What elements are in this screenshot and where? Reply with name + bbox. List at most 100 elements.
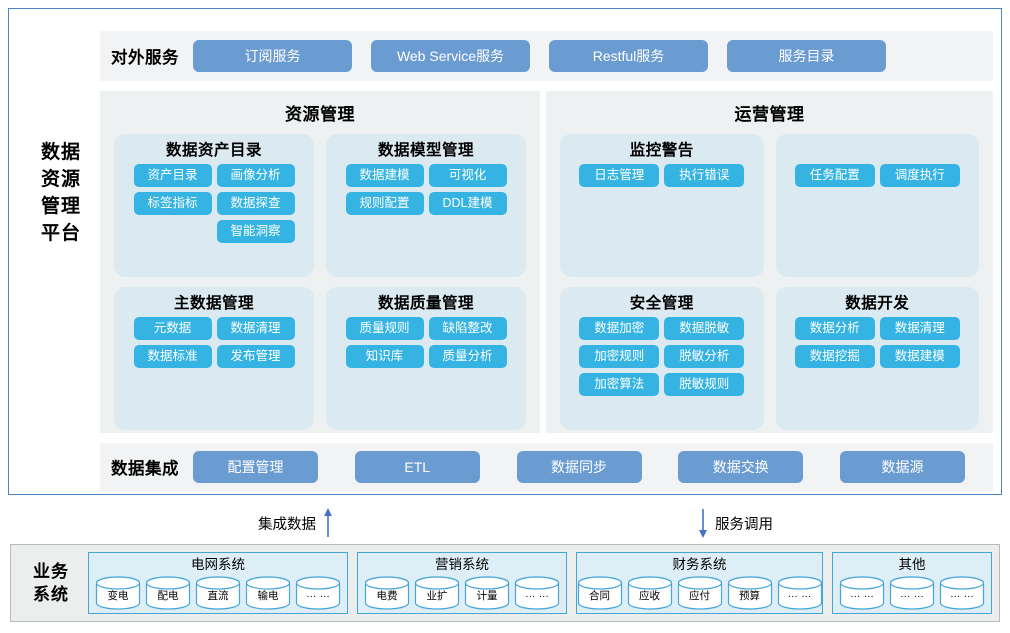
database-node-label: 应付 xyxy=(689,590,710,602)
tag-item[interactable]: 元数据 xyxy=(133,317,212,340)
data-integration-title: 数据集成 xyxy=(111,460,179,478)
system-group-other[interactable]: 其他 … … … … … … xyxy=(832,552,992,614)
tag-list: 资产目录 画像分析 标签指标 数据探查 智能洞察 xyxy=(122,164,306,243)
system-group-title: 财务系统 xyxy=(672,557,727,572)
system-group-marketing[interactable]: 营销系统 电费 业扩 计量 … … xyxy=(357,552,567,614)
tag-item[interactable]: 可视化 xyxy=(428,164,507,187)
business-systems-label: 业务 系统 xyxy=(20,560,82,606)
arrow-down-icon xyxy=(699,509,707,538)
node-list: 变电 配电 直流 输电 … … xyxy=(95,575,341,613)
panel-resource-management: 资源管理 数据资产目录 资产目录 画像分析 标签指标 数据探查 智能洞察 数据模… xyxy=(100,91,540,433)
tag-list: 日志管理 执行错误 xyxy=(568,164,756,187)
integration-button[interactable]: 数据源 xyxy=(840,451,965,483)
tag-item[interactable]: 数据加密 xyxy=(579,317,660,340)
database-node[interactable]: 电费 xyxy=(364,576,410,610)
tag-item[interactable]: 标签指标 xyxy=(133,192,212,215)
tag-item[interactable]: 画像分析 xyxy=(216,164,295,187)
card-title: 主数据管理 xyxy=(173,295,254,312)
database-node[interactable]: 配电 xyxy=(145,576,191,610)
integration-button[interactable]: 数据同步 xyxy=(516,451,642,483)
tag-item[interactable]: 脱敏分析 xyxy=(664,345,745,368)
tag-item[interactable]: 调度执行 xyxy=(879,164,960,187)
database-node[interactable]: 直流 xyxy=(195,576,241,610)
tag-item[interactable]: 质量规则 xyxy=(345,317,424,340)
tag-item[interactable]: 数据建模 xyxy=(345,164,424,187)
tag-item[interactable]: 数据建模 xyxy=(879,345,960,368)
tag-item[interactable]: 智能洞察 xyxy=(216,220,295,243)
external-service-button[interactable]: Web Service服务 xyxy=(371,40,530,72)
tag-item[interactable]: 数据清理 xyxy=(216,317,295,340)
database-node[interactable]: … … xyxy=(514,576,560,610)
database-node[interactable]: 合同 xyxy=(577,576,623,610)
database-node[interactable]: 业扩 xyxy=(414,576,460,610)
card-data-quality-management[interactable]: 数据质量管理 质量规则 缺陷整改 知识库 质量分析 xyxy=(326,287,526,430)
database-node[interactable]: … … xyxy=(295,576,341,610)
external-services-title: 对外服务 xyxy=(111,49,179,67)
external-service-button[interactable]: 订阅服务 xyxy=(193,40,352,72)
card-title: 数据资产目录 xyxy=(165,142,262,159)
tag-item[interactable]: 数据分析 xyxy=(794,317,875,340)
card-task-scheduling[interactable]: 任务配置 调度执行 xyxy=(775,134,979,277)
connector-service-call: 服务调用 xyxy=(697,508,773,538)
database-node[interactable]: 应收 xyxy=(627,576,673,610)
tag-item[interactable]: 脱敏规则 xyxy=(664,373,745,396)
database-node[interactable]: 输电 xyxy=(245,576,291,610)
card-title xyxy=(784,140,972,164)
tag-item[interactable]: DDL建模 xyxy=(428,192,507,215)
database-node-label: 预算 xyxy=(739,590,760,602)
tag-item[interactable]: 数据脱敏 xyxy=(664,317,745,340)
database-node[interactable]: 应付 xyxy=(677,576,723,610)
card-data-asset-catalog[interactable]: 数据资产目录 资产目录 画像分析 标签指标 数据探查 智能洞察 xyxy=(114,134,314,277)
tag-item[interactable]: 质量分析 xyxy=(428,345,507,368)
tag-list: 任务配置 调度执行 xyxy=(784,164,972,187)
card-title: 数据开发 xyxy=(845,295,910,312)
tag-item[interactable]: 知识库 xyxy=(345,345,424,368)
tag-item[interactable]: 任务配置 xyxy=(794,164,875,187)
database-node[interactable]: … … xyxy=(939,576,985,610)
tag-item[interactable]: 加密算法 xyxy=(579,373,660,396)
external-service-button[interactable]: Restful服务 xyxy=(549,40,708,72)
panel-card-grid: 监控警告 日志管理 执行错误 任务配置 调度执行 安全管理 xyxy=(546,125,993,430)
tag-item[interactable]: 资产目录 xyxy=(133,164,212,187)
tag-item[interactable]: 发布管理 xyxy=(216,345,295,368)
system-group-title: 营销系统 xyxy=(435,557,489,572)
node-list: … … … … … … xyxy=(839,575,985,613)
integration-button[interactable]: 数据交换 xyxy=(678,451,804,483)
integration-button[interactable]: ETL xyxy=(354,451,480,483)
tag-list: 数据加密 数据脱敏 加密规则 脱敏分析 加密算法 脱敏规则 xyxy=(568,317,756,396)
tag-item[interactable]: 数据探查 xyxy=(216,192,295,215)
database-node[interactable]: … … xyxy=(777,576,823,610)
tag-list: 元数据 数据清理 数据标准 发布管理 xyxy=(122,317,306,368)
card-security-management[interactable]: 安全管理 数据加密 数据脱敏 加密规则 脱敏分析 加密算法 脱敏规则 xyxy=(560,287,764,430)
tag-item[interactable]: 日志管理 xyxy=(579,164,660,187)
tag-item[interactable]: 缺陷整改 xyxy=(428,317,507,340)
database-node[interactable]: … … xyxy=(889,576,935,610)
system-group-power-grid[interactable]: 电网系统 变电 配电 直流 输电 xyxy=(88,552,348,614)
database-node[interactable]: 变电 xyxy=(95,576,141,610)
system-group-title: 电网系统 xyxy=(191,557,245,572)
platform-label-line: 管理 xyxy=(40,196,81,217)
tag-list: 质量规则 缺陷整改 知识库 质量分析 xyxy=(334,317,518,368)
connector-integrate-data: 集成数据 xyxy=(258,508,334,538)
tag-item[interactable]: 加密规则 xyxy=(579,345,660,368)
integration-button[interactable]: 配置管理 xyxy=(193,451,318,483)
platform-label-line: 数据 xyxy=(40,142,81,163)
tag-item[interactable]: 规则配置 xyxy=(345,192,424,215)
card-monitoring-alert[interactable]: 监控警告 日志管理 执行错误 xyxy=(560,134,764,277)
panel-card-grid: 数据资产目录 资产目录 画像分析 标签指标 数据探查 智能洞察 数据模型管理 数… xyxy=(100,125,540,430)
database-node-label: … … xyxy=(787,588,812,600)
system-group-finance[interactable]: 财务系统 合同 应收 应付 预算 xyxy=(576,552,823,614)
database-node[interactable]: 计量 xyxy=(464,576,510,610)
tag-item[interactable]: 数据标准 xyxy=(133,345,212,368)
card-data-model-management[interactable]: 数据模型管理 数据建模 可视化 规则配置 DDL建模 xyxy=(326,134,526,277)
database-node-label: … … xyxy=(525,588,549,600)
database-node[interactable]: … … xyxy=(839,576,885,610)
card-master-data-management[interactable]: 主数据管理 元数据 数据清理 数据标准 发布管理 xyxy=(114,287,314,430)
tag-item[interactable]: 数据挖掘 xyxy=(794,345,875,368)
tag-item[interactable]: 数据清理 xyxy=(879,317,960,340)
database-node[interactable]: 预算 xyxy=(727,576,773,610)
tag-item[interactable]: 执行错误 xyxy=(664,164,745,187)
panel-title: 运营管理 xyxy=(734,105,805,124)
external-service-button[interactable]: 服务目录 xyxy=(727,40,886,72)
card-data-development[interactable]: 数据开发 数据分析 数据清理 数据挖掘 数据建模 xyxy=(775,287,979,430)
